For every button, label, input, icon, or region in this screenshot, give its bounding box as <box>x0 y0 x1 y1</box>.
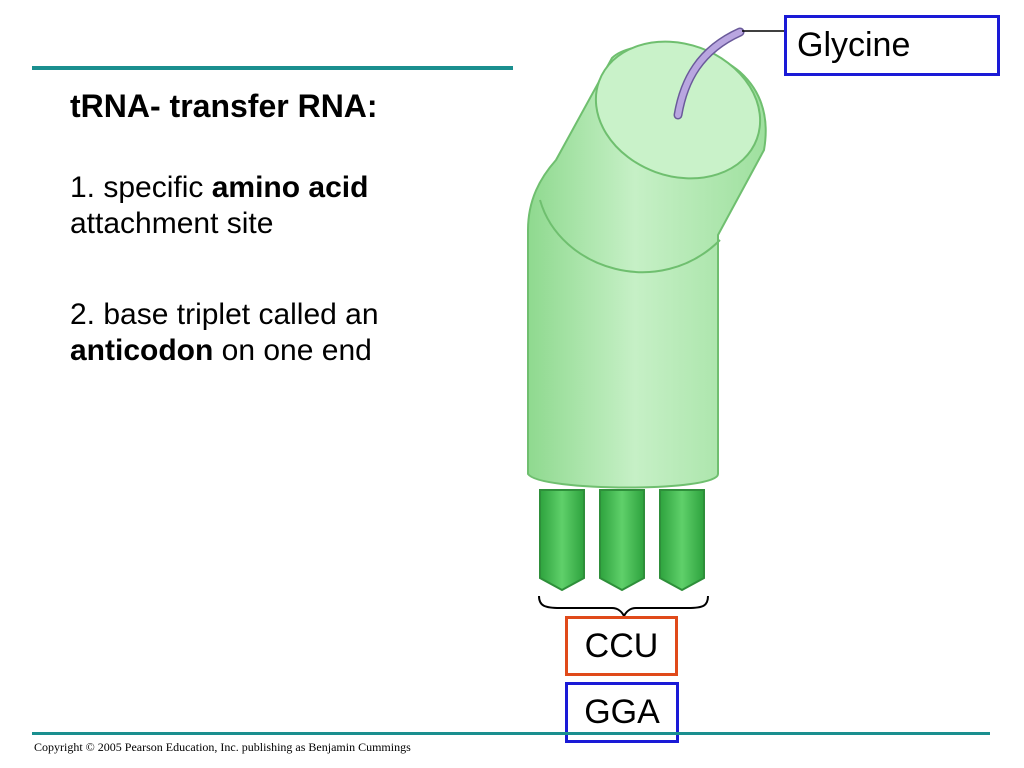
anticodon-brace <box>538 595 709 619</box>
base-2 <box>599 489 645 592</box>
base-3 <box>659 489 705 592</box>
point1-prefix: 1. specific <box>70 171 212 204</box>
point1-suffix: attachment site <box>70 207 274 240</box>
point2-bold: anticodon <box>70 334 214 367</box>
anticodon-bases <box>539 489 705 592</box>
point2-suffix: on one end <box>213 334 372 367</box>
slide-title: tRNA- transfer RNA: <box>70 88 378 124</box>
bottom-divider <box>32 732 990 735</box>
point1-bold: amino acid <box>211 171 369 204</box>
codon-label: CCU <box>565 616 678 676</box>
trna-body <box>527 40 767 489</box>
point2-prefix: 2. base triplet called an <box>70 298 379 331</box>
base-1 <box>539 489 585 592</box>
point-anticodon: 2. base triplet called an anticodon on o… <box>70 297 500 369</box>
copyright-notice: Copyright © 2005 Pearson Education, Inc.… <box>34 740 411 754</box>
top-divider <box>32 66 513 70</box>
point-amino-acid-site: 1. specific amino acid attachment site <box>70 170 500 242</box>
glycine-label: Glycine <box>784 15 1000 76</box>
